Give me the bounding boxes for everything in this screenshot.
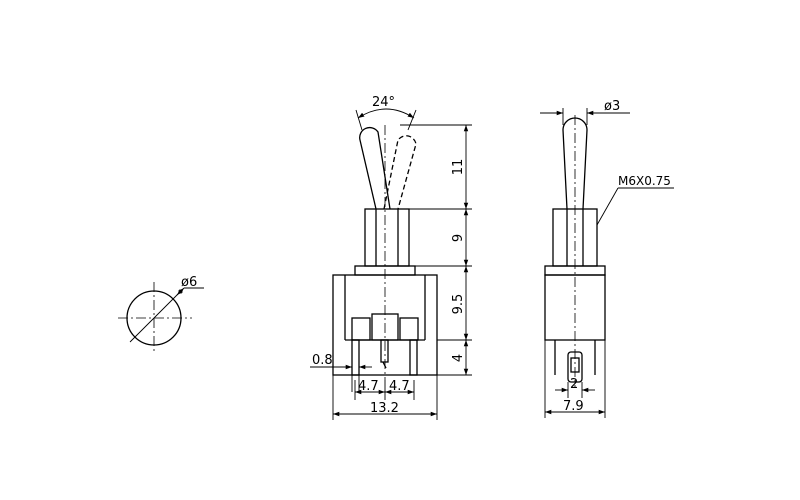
bushing-height-label: 9 (451, 234, 466, 242)
side-pin-width-label: 2 (570, 377, 578, 392)
side-view: ø3 M6X0.75 2 7.9 (540, 99, 674, 418)
thread-label: M6X0.75 (618, 174, 671, 188)
pin-pitch-right-label: 4.7 (389, 379, 410, 394)
front-terminal-right (409, 339, 418, 376)
hole-diameter-leader (129, 287, 185, 343)
stem-diameter-label: ø3 (604, 99, 620, 114)
pin-width-label: 0.8 (312, 353, 333, 368)
pin-length-label: 4 (451, 354, 466, 362)
side-width-label: 7.9 (563, 399, 584, 414)
front-terminal-left (351, 339, 360, 376)
body-width-label: 13.2 (370, 401, 399, 416)
hole-diameter-label: ø6 (181, 275, 197, 290)
front-bushing (364, 208, 410, 267)
body-height-label: 9.5 (451, 294, 466, 315)
front-terminal-mid (380, 339, 389, 363)
angle-label: 24° (372, 95, 395, 110)
front-view: 24° 11 9 9.5 4 0.8 4.7 4.7 13.2 (310, 95, 472, 420)
front-lever (359, 126, 391, 210)
front-lever-alt (383, 135, 417, 210)
lever-height-label: 11 (451, 159, 466, 176)
pin-pitch-left-label: 4.7 (358, 379, 379, 394)
panel-hole-view: ø6 (118, 275, 204, 354)
thread-leader (596, 187, 619, 226)
